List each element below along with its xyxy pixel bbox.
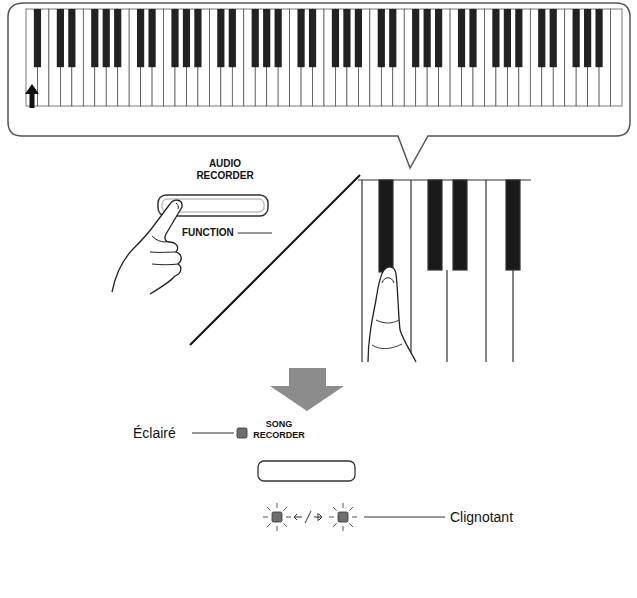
blink-ray	[283, 523, 287, 527]
black-key	[103, 9, 110, 67]
state-label: Éclairé	[133, 425, 176, 441]
black-key	[584, 9, 591, 67]
black-key	[297, 9, 304, 67]
black-key	[171, 9, 178, 67]
black-key	[183, 9, 190, 67]
black-key	[389, 9, 396, 67]
black-key	[435, 9, 442, 67]
black-key	[332, 9, 339, 67]
blink-ray	[277, 503, 278, 508]
blink-ray	[283, 507, 287, 511]
black-key	[550, 9, 557, 67]
black-key	[573, 9, 580, 67]
led-name: SONG RECORDER	[249, 419, 309, 441]
black-key	[194, 9, 201, 67]
state-label: Clignotant	[450, 509, 513, 525]
black-key	[492, 9, 499, 67]
blink-ray	[333, 523, 337, 527]
black-key	[343, 9, 350, 67]
tempo-symbols	[294, 511, 322, 523]
function-rule	[238, 233, 272, 234]
leader-line	[192, 433, 234, 434]
black-key	[469, 9, 476, 67]
black-key	[137, 9, 144, 67]
black-key	[263, 9, 270, 67]
black-key	[424, 9, 431, 67]
blink-ray	[329, 517, 334, 518]
callout-bubble	[8, 3, 630, 168]
leader-line	[364, 517, 445, 518]
separator	[190, 175, 360, 345]
blink-ray	[267, 507, 271, 511]
blink-ray	[343, 526, 344, 531]
button-function: FUNCTION	[182, 227, 234, 239]
led	[263, 503, 291, 531]
black-key	[378, 9, 385, 67]
black-key	[68, 9, 75, 67]
black-key	[515, 9, 522, 67]
white-key	[611, 9, 622, 106]
black-key	[458, 9, 465, 67]
black-key	[355, 9, 362, 67]
black-key	[504, 9, 511, 67]
blink-led	[272, 512, 282, 522]
blink-ray	[349, 507, 353, 511]
blink-ray	[267, 523, 271, 527]
flow-arrow	[270, 368, 344, 411]
zoomed-keys	[358, 180, 531, 362]
pointer-arrow	[25, 84, 39, 108]
black-key	[412, 9, 419, 67]
hand	[112, 200, 182, 294]
black-key	[91, 9, 98, 67]
black-key	[538, 9, 545, 67]
black-key	[595, 9, 602, 67]
keyboard	[26, 9, 622, 106]
lit-led	[237, 428, 247, 438]
black-key	[114, 9, 121, 67]
play-button	[258, 461, 355, 481]
black-key	[34, 9, 41, 67]
blink-ray	[343, 503, 344, 508]
black-key	[275, 9, 282, 67]
blink-ray	[286, 517, 291, 518]
finger-crease	[372, 320, 402, 349]
black-key	[229, 9, 236, 67]
blink-ray	[349, 523, 353, 527]
black-key	[252, 9, 259, 67]
blink-ray	[333, 507, 337, 511]
black-key	[217, 9, 224, 67]
finger	[368, 267, 416, 362]
blink-ray	[277, 526, 278, 531]
blinking-leds	[263, 503, 357, 531]
blink-led	[338, 512, 348, 522]
blink-ray	[263, 517, 268, 518]
finger-nail	[382, 278, 394, 283]
black-key	[57, 9, 64, 67]
button-name: AUDIO RECORDER	[185, 158, 265, 182]
blink-ray	[352, 517, 357, 518]
hand-detail	[150, 203, 178, 265]
black-key	[309, 9, 316, 67]
black-key	[148, 9, 155, 67]
led	[329, 503, 357, 531]
